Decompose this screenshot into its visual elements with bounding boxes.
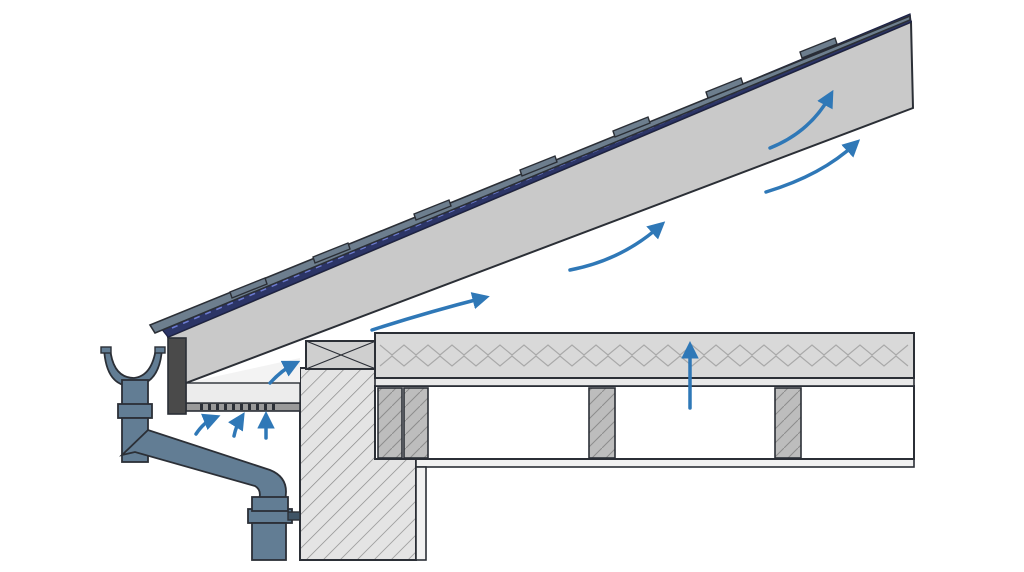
pipe-collar	[117, 403, 153, 419]
shingle-tab	[312, 242, 351, 264]
shingle-tab	[413, 199, 452, 221]
insulation-texture	[379, 344, 909, 356]
shingle-row	[229, 37, 838, 299]
downpipe	[117, 379, 301, 561]
shingle-tab	[229, 277, 268, 299]
airflow-arrow-roof	[568, 221, 666, 272]
insulation-texture	[379, 355, 909, 367]
shingle-tab	[799, 37, 838, 59]
ceiling-board	[374, 377, 915, 387]
shingle-tab	[519, 155, 558, 177]
pipe-down	[251, 522, 287, 561]
interior-wall-face	[415, 466, 427, 561]
pipe-outlet	[121, 379, 149, 407]
soffit-void	[186, 358, 300, 383]
airflow-arrow-intake	[228, 412, 245, 438]
joist-block	[774, 387, 802, 459]
vent-slot	[224, 404, 227, 410]
airflow-arrow-intake	[194, 413, 221, 436]
pipe-lower	[251, 496, 289, 512]
joist-block	[403, 387, 429, 459]
wall-plate-cross	[305, 340, 377, 370]
interior-lining	[415, 458, 915, 468]
airflow-arrows	[194, 89, 861, 440]
vent-slot	[200, 404, 203, 410]
soffit-vent	[200, 404, 275, 410]
joist-block	[588, 387, 616, 459]
vent-slot	[256, 404, 259, 410]
shingle-tab	[612, 116, 651, 138]
vent-slot	[248, 404, 251, 410]
vent-slot	[216, 404, 219, 410]
airflow-arrow-roof	[764, 139, 861, 194]
pipe-bracket	[287, 511, 301, 521]
vent-slot	[272, 404, 275, 410]
airflow-arrow-roof	[768, 89, 834, 150]
ceiling-joists	[377, 387, 802, 459]
vent-slot	[208, 404, 211, 410]
loft-insulation	[374, 332, 915, 379]
fascia-board	[167, 337, 187, 415]
joist-block	[377, 387, 403, 459]
vent-slot	[240, 404, 243, 410]
airflow-arrow-eave	[370, 292, 490, 332]
shingle-tab	[705, 77, 744, 99]
vent-slot	[232, 404, 235, 410]
joist-zone	[374, 385, 915, 460]
vent-slot	[264, 404, 267, 410]
soffit-bracket	[185, 382, 301, 404]
gutter-lip	[154, 346, 166, 354]
gutter-lip	[100, 346, 112, 354]
airflow-arrow-soffit	[268, 360, 301, 385]
